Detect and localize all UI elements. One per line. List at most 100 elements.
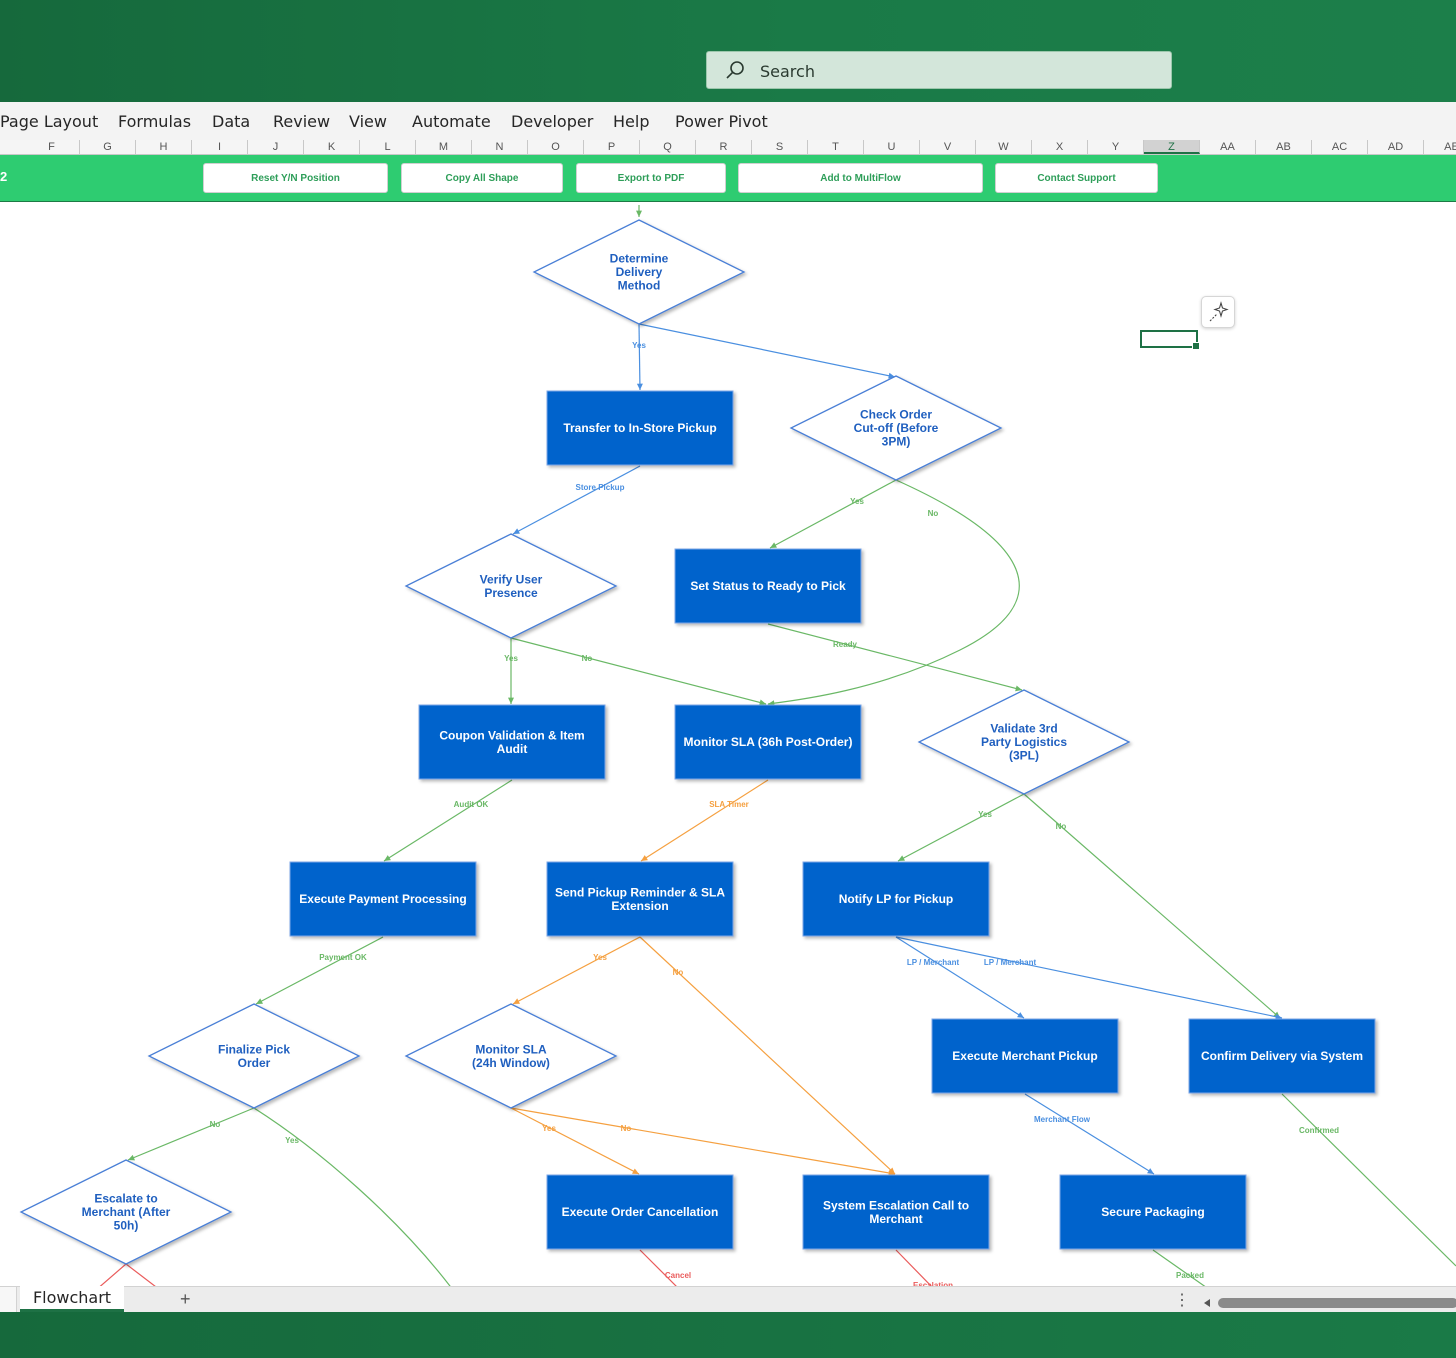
node-label: Presence [484,586,538,600]
node-label: Set Status to Ready to Pick [690,579,846,593]
process-box-monitor36[interactable]: Monitor SLA (36h Post-Order) [674,704,862,780]
node-label: Monitor SLA (36h Post-Order) [684,735,853,749]
tab-automate[interactable]: Automate [412,112,491,131]
process-box-cancel[interactable]: Execute Order Cancellation [546,1174,734,1250]
arrowhead-icon [759,699,766,706]
ribbon-tabs: Page Layout Formulas Data Review View Au… [0,102,1456,140]
export-to-pdf-button[interactable]: Export to PDF [576,163,726,193]
column-header-w[interactable]: W [976,140,1032,154]
tab-review[interactable]: Review [273,112,331,131]
column-header-t[interactable]: T [808,140,864,154]
node-label: Extension [611,899,668,913]
column-header-j[interactable]: J [248,140,304,154]
horizontal-scrollbar[interactable] [1204,1298,1456,1308]
column-header-x[interactable]: X [1032,140,1088,154]
column-header-v[interactable]: V [920,140,976,154]
arrowhead-icon [641,855,648,861]
column-header-f[interactable]: F [24,140,80,154]
more-options-icon[interactable]: ⋮ [1174,1292,1190,1309]
node-label: System Escalation Call to [823,1198,969,1212]
flow-connector [1281,1093,1456,1267]
column-header-g[interactable]: G [80,140,136,154]
column-header-s[interactable]: S [752,140,808,154]
node-label: Secure Packaging [1101,1205,1204,1219]
node-label: Order [238,1056,271,1070]
add-sheet-button[interactable]: + [180,1289,191,1309]
edge-label-yes: Yes [504,654,518,663]
tab-view[interactable]: View [349,112,387,131]
column-header-ae[interactable]: AE [1424,140,1456,154]
tab-help[interactable]: Help [613,112,650,131]
sheet-tab-flowchart[interactable]: Flowchart [20,1286,124,1312]
column-header-r[interactable]: R [696,140,752,154]
edge-label-yes: Yes [542,1124,556,1133]
flow-connector [512,936,641,1005]
fill-handle[interactable] [1192,342,1200,350]
arrowhead-icon [888,1169,895,1176]
process-box-instore[interactable]: Transfer to In-Store Pickup [546,390,734,466]
edge-label-lp-merchant: LP / Merchant [984,958,1037,967]
copy-all-shape-button[interactable]: Copy All Shape [401,163,563,193]
tab-data[interactable]: Data [212,112,251,131]
decision-diamond-monitor24[interactable]: Monitor SLA(24h Window) [404,1003,618,1109]
arrowhead-icon [256,998,263,1004]
scrollbar-thumb[interactable] [1218,1298,1456,1308]
selected-cell[interactable] [1140,330,1200,350]
edge-label-no: No [621,1124,632,1133]
scroll-left-icon[interactable] [1204,1299,1210,1307]
column-header-u[interactable]: U [864,140,920,154]
column-header-q[interactable]: Q [640,140,696,154]
process-box-ready[interactable]: Set Status to Ready to Pick [674,548,862,624]
column-header-o[interactable]: O [528,140,584,154]
column-header-i[interactable]: I [192,140,248,154]
node-label: Method [618,279,661,293]
column-header-l[interactable]: L [360,140,416,154]
column-header-ab[interactable]: AB [1256,140,1312,154]
process-box-merchantpickup[interactable]: Execute Merchant Pickup [931,1018,1119,1094]
column-header-z[interactable]: Z [1144,140,1200,154]
search-box[interactable]: Search [706,51,1172,89]
tab-formulas[interactable]: Formulas [118,112,192,131]
process-box-payment[interactable]: Execute Payment Processing [289,861,477,937]
tab-scroll-area[interactable] [0,1287,17,1312]
edge-label-cancel: Cancel [665,1271,691,1280]
column-header-aa[interactable]: AA [1200,140,1256,154]
add-to-multiflow-button[interactable]: Add to MultiFlow [738,163,983,193]
tab-developer[interactable]: Developer [511,112,594,131]
node-label: Transfer to In-Store Pickup [563,421,716,435]
column-header-ad[interactable]: AD [1368,140,1424,154]
edge-label-no: No [673,968,684,977]
arrowhead-icon [1275,1013,1282,1020]
sparkle-icon[interactable] [1201,296,1235,328]
column-header-k[interactable]: K [304,140,360,154]
column-header-m[interactable]: M [416,140,472,154]
column-header-ac[interactable]: AC [1312,140,1368,154]
arrowhead-icon [508,697,514,704]
flow-connector [639,1249,677,1286]
flow-connector [767,623,1023,691]
column-header-h[interactable]: H [136,140,192,154]
column-header-n[interactable]: N [472,140,528,154]
flow-connector [895,936,1025,1019]
column-header-p[interactable]: P [584,140,640,154]
contact-support-button[interactable]: Contact Support [995,163,1158,193]
edge-label-yes: Yes [850,497,864,506]
column-header-y[interactable]: Y [1088,140,1144,154]
process-box-confirm[interactable]: Confirm Delivery via System [1188,1018,1376,1094]
reset-yn-position-button[interactable]: Reset Y/N Position [203,163,388,193]
process-box-notifylp[interactable]: Notify LP for Pickup [802,861,990,937]
tab-power-pivot[interactable]: Power Pivot [675,112,768,131]
tab-page-layout[interactable]: Page Layout [0,112,99,131]
flow-connector [125,1263,156,1286]
process-box-packaging[interactable]: Secure Packaging [1059,1174,1247,1250]
